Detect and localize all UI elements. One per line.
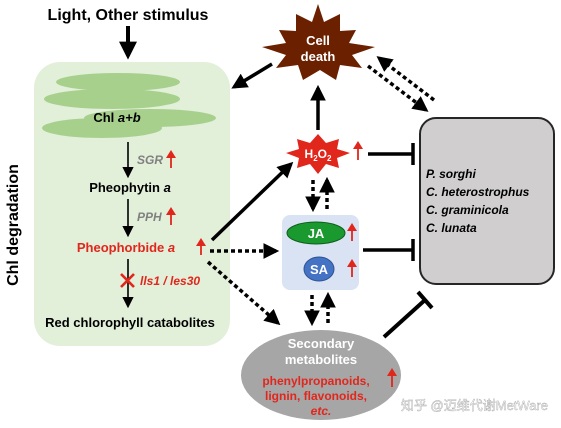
- enzyme-sgr: SGR: [137, 153, 163, 167]
- rcc-label: Red chlorophyll catabolites: [45, 315, 215, 330]
- h2o2-label: H2O2: [305, 147, 332, 163]
- dotted-arrow-pheophorbide-to-secondary: [206, 260, 281, 326]
- pathogen-box: [419, 117, 555, 285]
- pheophorbide-label: Pheophorbide a: [77, 240, 175, 255]
- mutant-label: lls1 / les30: [140, 274, 200, 288]
- arrow-pheophorbide-to-h2o2: [210, 161, 294, 242]
- sa-label: SA: [310, 262, 329, 277]
- pheophorbide-up-arrow: [196, 238, 206, 255]
- h2o2-up-arrow: [353, 141, 363, 160]
- sa-up-arrow: [347, 259, 357, 277]
- pathogen-item: P. sorghi: [426, 167, 476, 181]
- inhibit-secondary-to-pathogen: [382, 290, 434, 339]
- pph-up-arrow: [166, 207, 176, 225]
- ja-label: JA: [308, 226, 325, 241]
- thylakoid-stack: [42, 73, 216, 138]
- secondary-detail1: phenylpropanoids,: [262, 374, 369, 388]
- secondary-line2: metabolites: [285, 352, 357, 367]
- inhibit-hormones-to-pathogen: [363, 239, 415, 261]
- secondary-line1: Secondary: [288, 336, 355, 351]
- pathogen-item: C. heterostrophus: [426, 185, 530, 199]
- secondary-metabolites-ellipse: [241, 330, 401, 420]
- pheophytin-label: Pheophytin a: [89, 180, 171, 195]
- stimulus-label: Light, Other stimulus: [48, 7, 209, 24]
- pathogen-list: P. sorghi C. heterostrophus C. graminico…: [426, 167, 530, 235]
- secondary-detail3: etc.: [311, 404, 332, 418]
- ja-ellipse: [286, 221, 346, 245]
- ja-up-arrow: [347, 223, 357, 241]
- dotted-arrow-pathogen-to-celldeath: [376, 56, 436, 102]
- cell-death-burst: [262, 4, 375, 80]
- cell-death-line1: Cell: [306, 33, 330, 48]
- chl-ab-label: Chl a+b: [93, 110, 140, 125]
- secondary-detail2: lignin, flavonoids,: [265, 389, 367, 403]
- sa-ellipse: [303, 256, 335, 282]
- inhibit-h2o2-to-pathogen: [368, 143, 415, 165]
- block-x-icon: [120, 273, 135, 288]
- cell-death-line2: death: [301, 49, 336, 64]
- secondary-up-arrow: [387, 368, 397, 387]
- pathogen-item: C. lunata: [426, 221, 477, 235]
- enzyme-pph: PPH: [137, 210, 162, 224]
- pathogen-item: C. graminicola: [426, 203, 509, 217]
- h2o2-burst: [286, 134, 350, 174]
- sgr-up-arrow: [166, 150, 176, 168]
- dotted-arrow-celldeath-to-pathogen: [366, 64, 429, 112]
- watermark: 知乎 @迈维代谢MetWare: [401, 398, 548, 413]
- side-label: Chl degradation: [5, 164, 22, 286]
- arrow-celldeath-to-chl: [231, 62, 273, 89]
